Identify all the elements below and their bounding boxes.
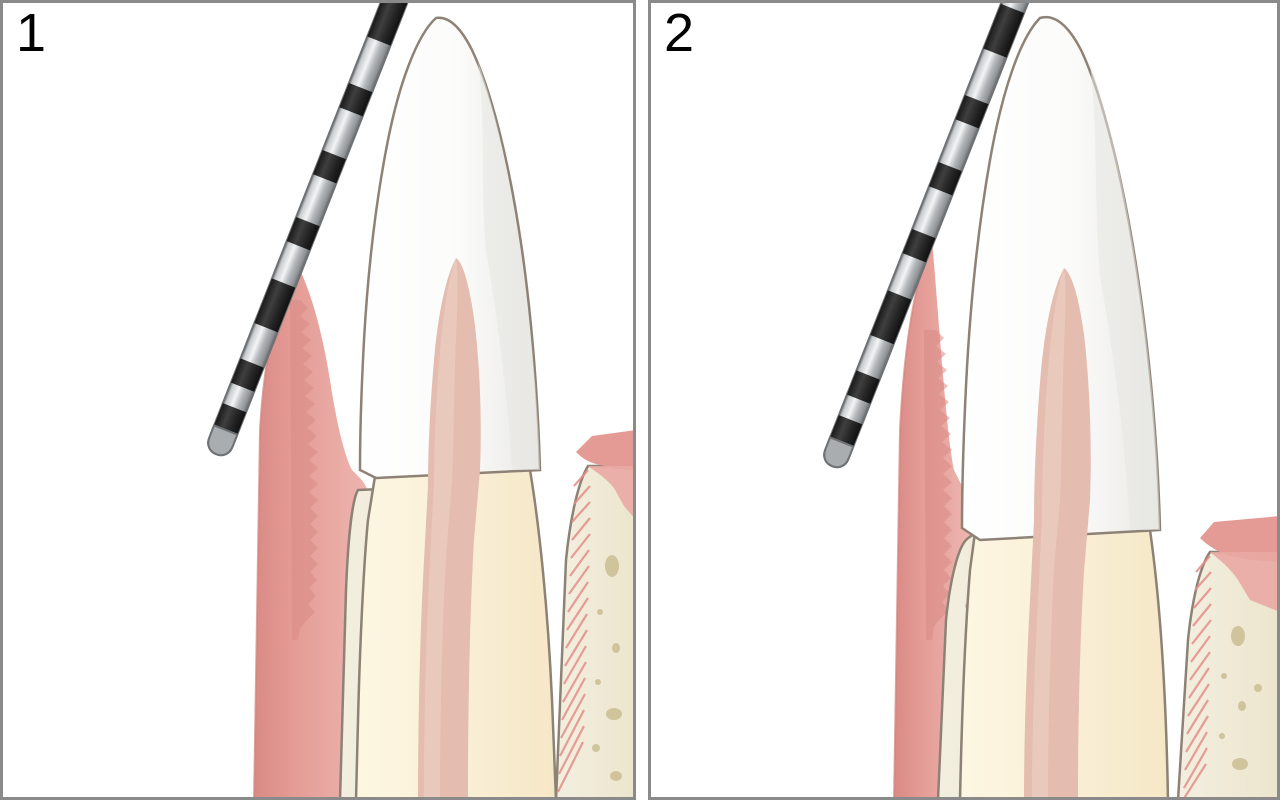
bone-marrow-spaces-distal [1219,626,1262,770]
pulp-highlight [424,258,458,800]
periodontal-ligament-distal [557,469,591,793]
probe-tip [823,436,855,469]
panel-2-illustration [648,0,1280,800]
enamel-inner-shading [1090,64,1160,530]
alveolar-bone-distal [554,464,636,800]
probe-tip [207,424,239,457]
panel-1-label: 1 [16,3,47,63]
periodontal-probe[interactable] [205,0,463,459]
probe-graduation-bands [213,0,409,437]
gingiva-distal [1200,516,1280,612]
panel-1-illustration [0,0,636,800]
alveolar-bone-distal [1176,550,1280,800]
gingiva-distal [576,430,636,520]
panel-2[interactable]: 2 [648,0,1280,800]
periodontal-probe[interactable] [821,0,1079,471]
bone-marrow-spaces-distal [592,555,622,781]
periodontal-ligament-distal [1182,555,1212,800]
panel-divider-gap [636,0,648,800]
pulp-highlight [1032,268,1066,800]
panel-1[interactable]: 1 [0,0,636,800]
enamel-inner-shading [478,62,540,470]
panel-2-label: 2 [664,3,695,63]
probe-graduation-bands [829,3,1025,449]
